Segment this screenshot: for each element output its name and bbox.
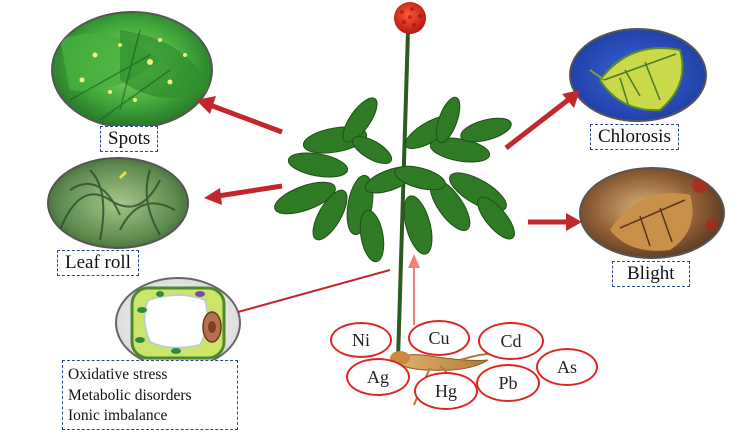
- metal-hg: Hg: [414, 372, 478, 410]
- metal-pb: Pb: [476, 364, 540, 402]
- arrow-to-spots: [196, 96, 283, 135]
- berry-cluster: [394, 2, 426, 34]
- ginseng-plant: [274, 96, 515, 263]
- uptake-arrow: [408, 254, 420, 325]
- metal-as: As: [536, 348, 598, 386]
- cellular-effects-box: Oxidative stress Metabolic disorders Ion…: [62, 360, 238, 430]
- spots-leaf-image: [51, 11, 213, 129]
- arrow-to-leaf-roll: [204, 183, 283, 205]
- leaf-roll-label: Leaf roll: [57, 250, 139, 276]
- effect-ionic-imbalance: Ionic imbalance: [68, 407, 168, 424]
- metal-ag: Ag: [346, 358, 410, 396]
- chlorosis-label: Chlorosis: [590, 124, 679, 150]
- effect-metabolic-disorders: Metabolic disorders: [68, 386, 192, 404]
- arrow-to-chlorosis: [504, 90, 580, 150]
- blight-leaf-image: [579, 167, 725, 259]
- effect-oxidative-stress: Oxidative stress: [68, 366, 168, 383]
- chlorosis-leaf-image: [569, 28, 707, 122]
- spots-label: Spots: [100, 126, 159, 152]
- leaf-roll-image: [47, 157, 189, 249]
- arrow-to-blight: [528, 213, 582, 231]
- metal-cu: Cu: [408, 320, 470, 356]
- blight-label: Blight: [612, 261, 690, 287]
- plant-stem: [396, 29, 410, 361]
- plant-cell-image: [115, 277, 241, 369]
- metal-ni: Ni: [330, 322, 392, 358]
- metal-cd: Cd: [478, 322, 544, 360]
- connector-to-cell: [237, 269, 391, 313]
